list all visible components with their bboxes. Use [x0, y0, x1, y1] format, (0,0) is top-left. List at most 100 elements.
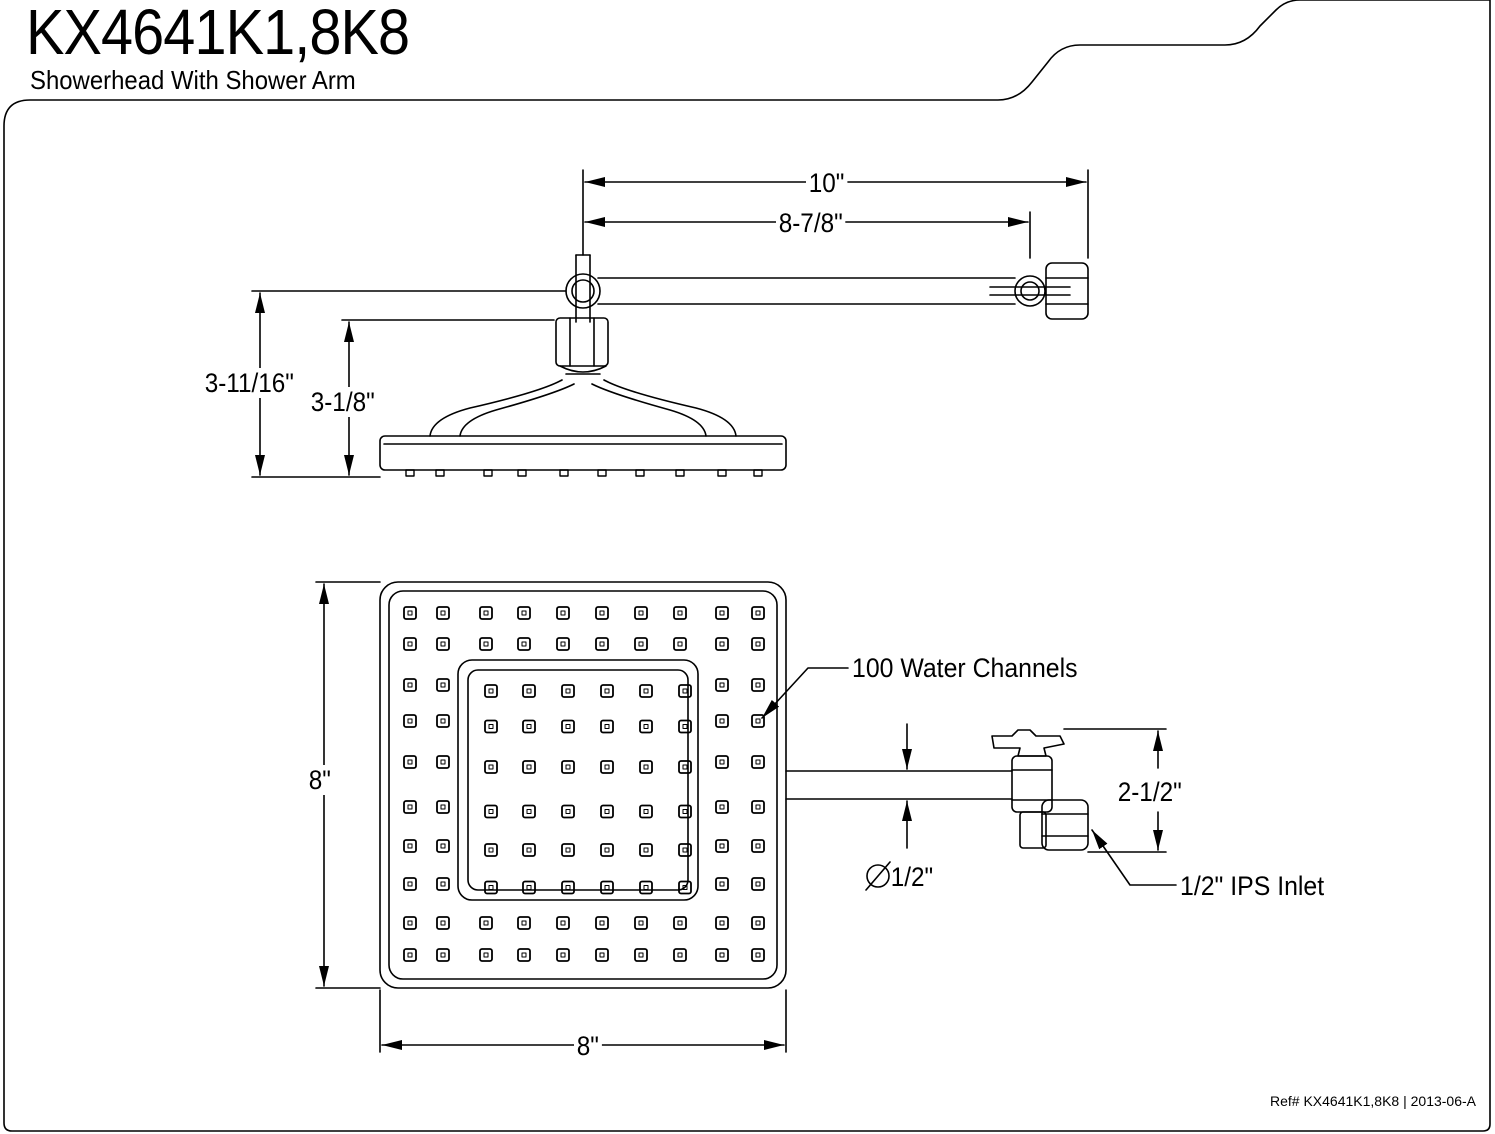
water-channel	[484, 684, 498, 698]
water-channel	[600, 843, 614, 857]
water-channels-callout: 100 Water Channels	[852, 653, 1078, 683]
side-nozzle	[483, 469, 493, 477]
water-channel	[556, 606, 570, 620]
water-channel	[436, 916, 450, 930]
water-channel	[595, 948, 609, 962]
water-channel	[715, 637, 729, 651]
water-channel	[561, 843, 575, 857]
water-channel	[484, 760, 498, 774]
side-nozzle	[675, 469, 685, 477]
water-channel	[436, 755, 450, 769]
dim-flange-height: 2-1/2"	[1115, 777, 1185, 807]
water-channel	[715, 877, 729, 891]
water-channel	[436, 948, 450, 962]
water-channel	[522, 804, 536, 819]
dim-arm-diameter: 1/2"	[890, 862, 934, 892]
water-channel	[436, 839, 450, 853]
water-channel	[403, 948, 417, 962]
water-channel	[436, 606, 450, 620]
water-channel	[403, 637, 417, 651]
water-channel	[595, 637, 609, 651]
side-dimension-lines	[251, 169, 1089, 478]
water-channel	[673, 916, 687, 930]
water-channel	[522, 719, 536, 734]
water-channel	[715, 755, 729, 769]
water-channel	[634, 637, 648, 651]
water-channel	[403, 839, 417, 853]
water-channel	[561, 760, 575, 774]
water-channel	[673, 948, 687, 962]
water-channel	[436, 714, 450, 728]
water-channel	[639, 719, 653, 734]
side-nozzle	[717, 469, 727, 477]
water-channel	[600, 804, 614, 819]
side-nozzle	[405, 469, 415, 477]
side-nozzle-row	[405, 469, 763, 477]
side-view	[379, 254, 1089, 477]
water-channel	[673, 606, 687, 620]
water-channel	[517, 606, 531, 620]
water-channel	[678, 684, 692, 698]
water-channel	[436, 678, 450, 692]
water-channel	[403, 678, 417, 692]
water-channel	[751, 916, 765, 930]
water-channel	[639, 843, 653, 857]
water-channel	[600, 684, 614, 698]
dim-arm-to-nut-length: 8-7/8"	[776, 208, 846, 238]
water-channel	[600, 719, 614, 734]
water-channel	[678, 804, 692, 819]
water-channel	[751, 714, 765, 728]
water-channel	[600, 760, 614, 774]
water-channel	[556, 637, 570, 651]
water-channel	[639, 760, 653, 774]
sheet-border	[3, 0, 1491, 1132]
side-nozzle	[559, 469, 569, 477]
water-channel	[556, 948, 570, 962]
water-channel	[517, 637, 531, 651]
water-channel	[678, 719, 692, 734]
water-channel	[522, 760, 536, 774]
water-channel	[751, 839, 765, 853]
water-channel	[484, 843, 498, 857]
dim-face-height: 8"	[306, 765, 334, 795]
water-channel	[436, 637, 450, 651]
water-channel	[639, 804, 653, 819]
water-channel	[678, 843, 692, 857]
water-channel	[715, 606, 729, 620]
water-channel	[436, 877, 450, 891]
water-channel	[479, 637, 493, 651]
water-channel	[403, 916, 417, 930]
water-channel	[639, 684, 653, 698]
water-channel	[517, 948, 531, 962]
water-channel	[403, 877, 417, 891]
inlet-callout: 1/2" IPS Inlet	[1180, 871, 1325, 901]
water-channel	[403, 755, 417, 769]
water-channel	[403, 800, 417, 814]
water-channel	[522, 843, 536, 857]
water-channel	[715, 839, 729, 853]
water-channel	[751, 678, 765, 692]
water-channel	[522, 684, 536, 698]
water-channel	[556, 916, 570, 930]
water-channel	[634, 606, 648, 620]
side-nozzle	[597, 469, 607, 477]
water-channel	[715, 948, 729, 962]
water-channel	[715, 916, 729, 930]
water-channel	[561, 684, 575, 698]
water-channel	[561, 880, 575, 895]
dim-face-width: 8"	[574, 1031, 602, 1061]
water-channel	[678, 880, 692, 895]
water-channel	[403, 714, 417, 728]
water-channel	[517, 916, 531, 930]
water-channel	[595, 916, 609, 930]
water-channel	[484, 880, 498, 895]
water-channel	[436, 800, 450, 814]
water-channel	[715, 678, 729, 692]
drawing-reference: Ref# KX4641K1,8K8 | 2013-06-A	[1270, 1093, 1477, 1109]
water-channel	[479, 948, 493, 962]
model-number: KX4641K1,8K8	[26, 0, 410, 68]
dim-arm-overall-length: 10"	[806, 168, 848, 198]
water-channel	[715, 714, 729, 728]
water-channel	[751, 606, 765, 620]
